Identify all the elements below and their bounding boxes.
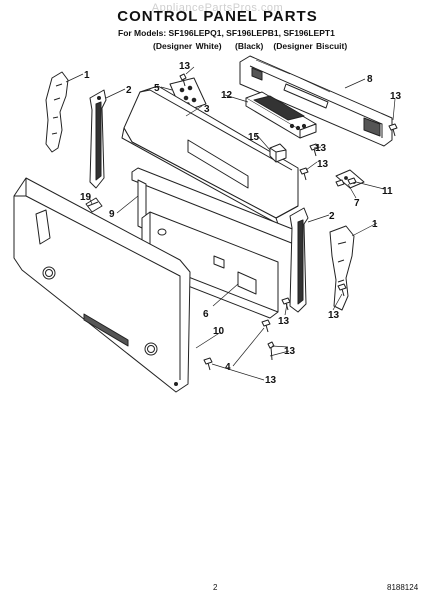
callout-13-bottom: 13 — [265, 375, 277, 386]
callout-6: 6 — [203, 309, 209, 320]
watermark: AppliancePartsPros.com — [151, 2, 284, 14]
callout-2-left: 2 — [126, 85, 132, 96]
callout-10: 10 — [213, 326, 225, 337]
models-line: For Models: SF196LEPQ1, SF196LEPB1, SF19… — [118, 28, 335, 38]
callout-8: 8 — [367, 74, 373, 85]
callout-13-panel: 13 — [278, 316, 290, 327]
part-clip — [85, 197, 103, 213]
screws — [179, 73, 398, 371]
document-number: 8188124 — [387, 583, 419, 592]
callout-19: 19 — [80, 192, 92, 203]
callout-13-mid: 13 — [315, 143, 327, 154]
callout-13-top: 13 — [179, 61, 191, 72]
part-rear-panel-bracket — [239, 55, 393, 147]
variant-white: (Designer White) — [153, 41, 222, 51]
callout-1-right: 1 — [372, 219, 378, 230]
callout-4: 4 — [225, 362, 231, 373]
callout-3: 3 — [204, 104, 210, 115]
part-side-bracket-right — [289, 207, 309, 313]
model-variants: (Designer White) (Black) (Designer Biscu… — [153, 41, 347, 51]
callout-1-left: 1 — [84, 70, 90, 81]
callout-13-lower: 13 — [284, 346, 296, 357]
part-electronic-control — [245, 91, 317, 139]
callout-9: 9 — [109, 209, 115, 220]
page-title: CONTROL PANEL PARTS — [117, 8, 318, 25]
part-end-cap-left — [45, 71, 69, 153]
callout-labels: 1 2 5 13 12 8 3 13 15 13 13 7 11 19 9 2 … — [80, 61, 402, 386]
callout-7: 7 — [354, 198, 360, 209]
page-number: 2 — [213, 583, 218, 592]
part-back-panel — [13, 177, 191, 393]
callout-2-right: 2 — [329, 211, 335, 222]
part-switch — [269, 143, 287, 163]
variant-black: (Black) — [234, 41, 264, 51]
part-control-panel — [121, 85, 299, 225]
variant-biscuit: (Designer Biscuit) — [273, 41, 348, 51]
part-side-bracket-left — [89, 89, 107, 189]
callout-13-right: 13 — [390, 91, 402, 102]
callout-13-endcap: 13 — [328, 310, 340, 321]
callout-12: 12 — [221, 90, 233, 101]
callout-15: 15 — [248, 132, 260, 143]
callout-5: 5 — [154, 83, 160, 94]
part-end-cap-right — [329, 225, 355, 311]
callout-11: 11 — [382, 186, 393, 197]
callout-13-mid2: 13 — [317, 159, 329, 170]
